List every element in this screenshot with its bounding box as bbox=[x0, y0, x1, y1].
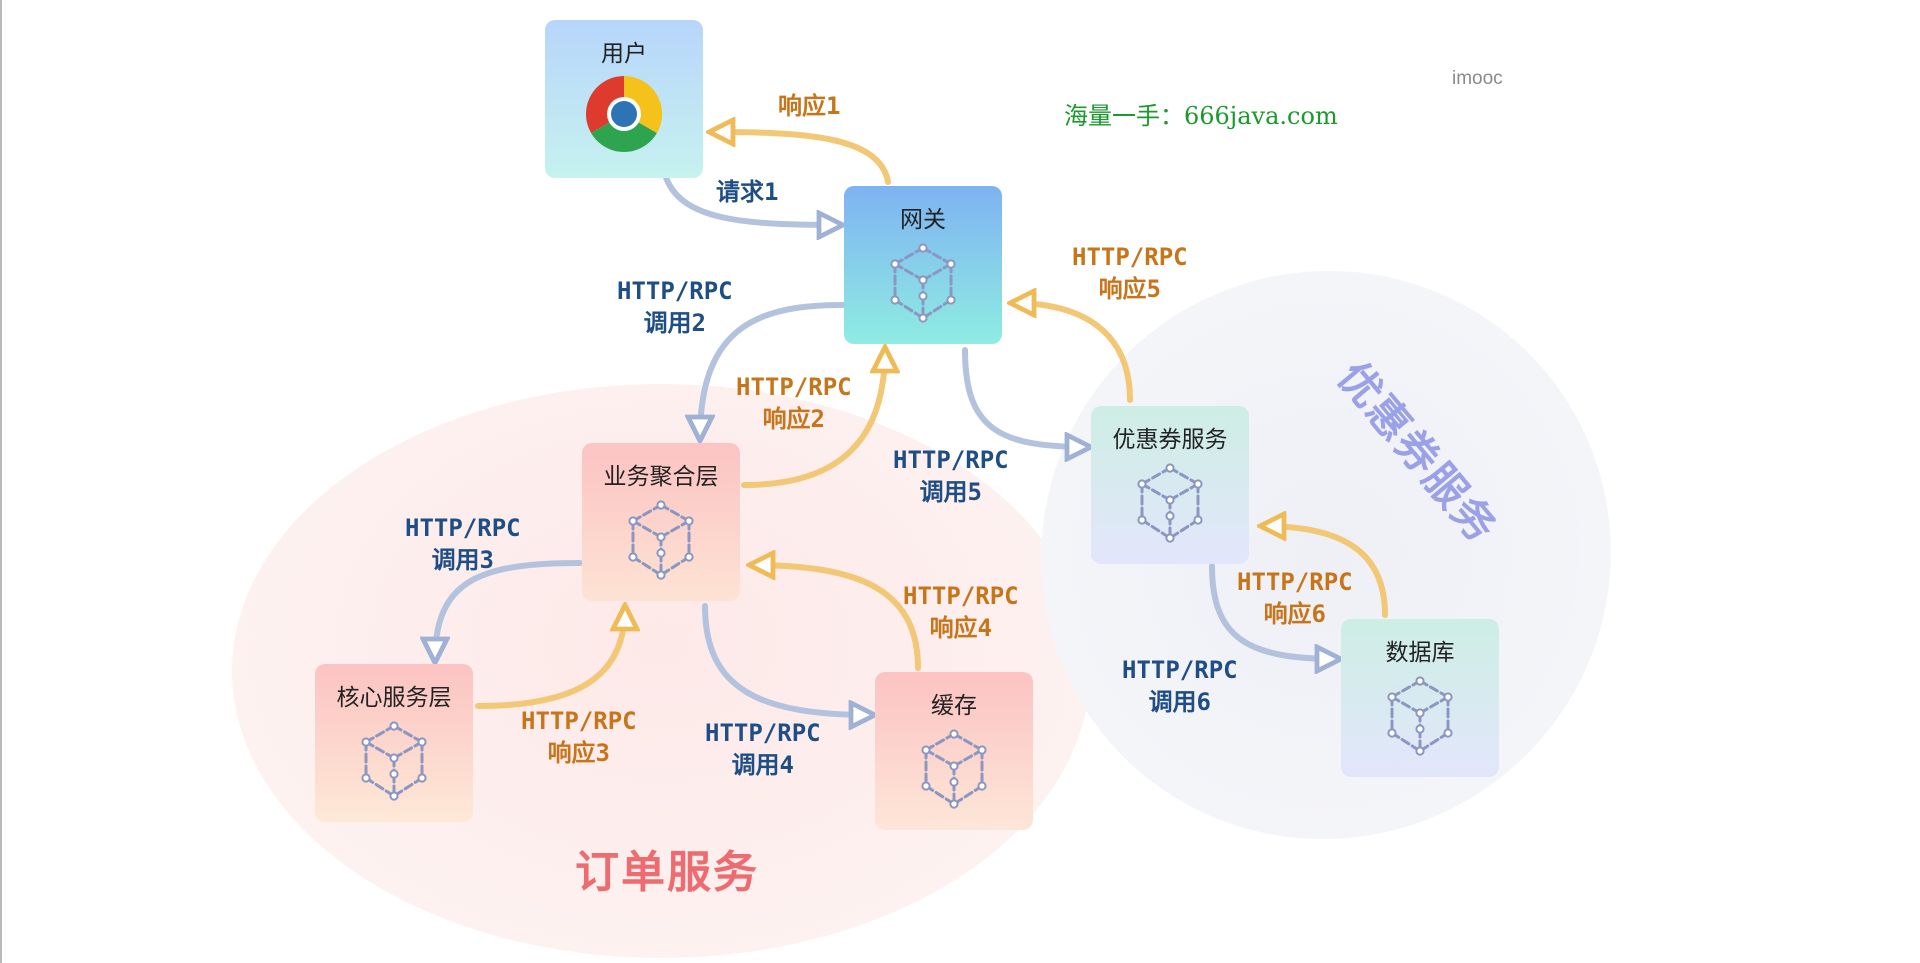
arrow-response-1 bbox=[712, 132, 891, 185]
arrow-response-3 bbox=[475, 608, 625, 709]
arrow-response-4 bbox=[752, 565, 921, 671]
arrow-response-6 bbox=[1263, 526, 1388, 618]
core-service-node: 核心服务层 bbox=[315, 664, 473, 822]
label-response-1: 响应1 bbox=[778, 92, 841, 120]
business-aggregation-node-title: 业务聚合层 bbox=[603, 464, 719, 490]
gateway-node-title: 网关 bbox=[900, 207, 946, 233]
arrow-call-3 bbox=[435, 560, 583, 660]
cube-icon bbox=[628, 500, 694, 580]
label-call-5: HTTP/RPC 调用5 bbox=[893, 446, 1009, 506]
label-response-2: HTTP/RPC 响应2 bbox=[736, 373, 852, 433]
chrome-browser-icon bbox=[586, 76, 662, 152]
label-call-2: HTTP/RPC 调用2 bbox=[617, 277, 733, 337]
core-service-node-title: 核心服务层 bbox=[336, 685, 452, 711]
label-response-5: HTTP/RPC 响应5 bbox=[1072, 243, 1188, 303]
watermark-text: 海量一手：666java.com bbox=[1064, 102, 1338, 130]
coupon-service-node-title: 优惠券服务 bbox=[1112, 427, 1228, 453]
cache-node-title: 缓存 bbox=[931, 693, 977, 719]
label-call-6: HTTP/RPC 调用6 bbox=[1122, 656, 1238, 716]
label-response-3: HTTP/RPC 响应3 bbox=[521, 707, 637, 767]
arrow-response-2 bbox=[741, 350, 885, 488]
label-response-4: HTTP/RPC 响应4 bbox=[903, 582, 1019, 642]
brand-text: imooc bbox=[1452, 68, 1503, 89]
label-response-6: HTTP/RPC 响应6 bbox=[1237, 568, 1353, 628]
business-aggregation-node: 业务聚合层 bbox=[582, 443, 740, 601]
arrow-call-6 bbox=[1209, 563, 1338, 659]
cube-icon bbox=[1137, 463, 1203, 543]
cube-icon bbox=[890, 243, 956, 323]
arrow-call-4 bbox=[702, 603, 872, 715]
cube-icon bbox=[361, 721, 427, 801]
coupon-service-node: 优惠券服务 bbox=[1091, 406, 1249, 564]
cube-icon bbox=[921, 729, 987, 809]
label-call-4: HTTP/RPC 调用4 bbox=[705, 719, 821, 779]
cube-icon bbox=[1387, 676, 1453, 756]
arrow-call-2 bbox=[700, 302, 846, 438]
gateway-node: 网关 bbox=[844, 186, 1002, 344]
cache-node: 缓存 bbox=[875, 672, 1033, 830]
arrow-response-5 bbox=[1013, 303, 1133, 403]
arrow-request-1 bbox=[662, 172, 840, 225]
database-node-title: 数据库 bbox=[1385, 640, 1455, 666]
arrow-call-5 bbox=[962, 347, 1088, 447]
left-border bbox=[0, 0, 2, 963]
label-request-1: 请求1 bbox=[716, 178, 779, 206]
database-node: 数据库 bbox=[1341, 619, 1499, 777]
user-node: 用户 bbox=[545, 20, 703, 178]
label-call-3: HTTP/RPC 调用3 bbox=[405, 514, 521, 574]
order-service-title: 订单服务 bbox=[575, 847, 759, 898]
user-node-title: 用户 bbox=[601, 41, 647, 67]
